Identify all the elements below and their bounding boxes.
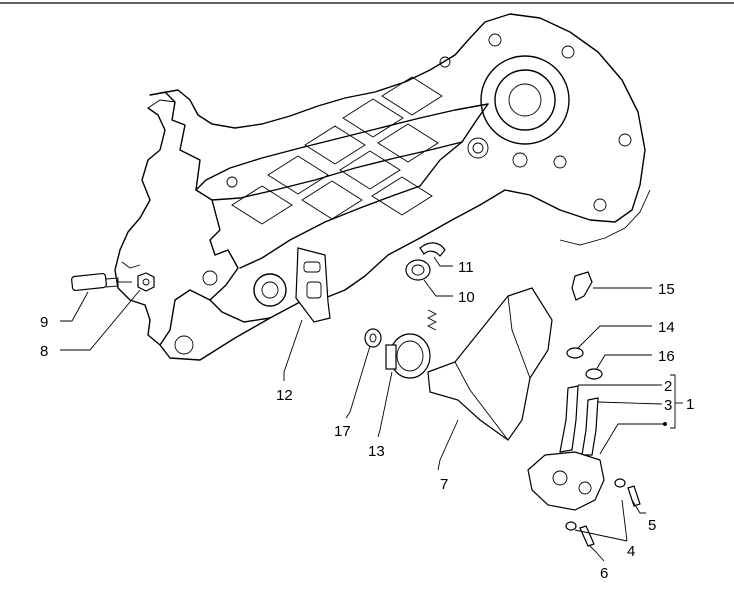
part-16-hose-clamp	[585, 368, 603, 380]
part-17-washer	[364, 328, 382, 348]
part-14-hose-clamp	[566, 347, 584, 359]
callout-14: 14	[658, 319, 675, 336]
callout-9: 9	[40, 314, 48, 331]
part-10-gear-spring	[405, 259, 438, 331]
callout-12: 12	[276, 387, 293, 404]
callout-2: 2	[664, 378, 672, 395]
part-1-oil-pump	[527, 385, 605, 511]
leader-lines	[60, 256, 683, 562]
part-13-drive-gear	[385, 333, 431, 379]
callout-17: 17	[334, 423, 351, 440]
callout-13: 13	[368, 443, 385, 460]
part-9-pin	[71, 272, 132, 292]
callout-3: 3	[664, 397, 672, 414]
callout-8: 8	[40, 343, 48, 360]
crankcase-housing	[114, 13, 651, 361]
part-6-screw	[579, 525, 595, 547]
callout-1: 1	[686, 396, 694, 413]
callout-10: 10	[458, 289, 475, 306]
callout-15: 15	[658, 281, 675, 298]
callout-4: 4	[627, 543, 635, 560]
part-15-clip	[571, 271, 593, 301]
callout-6: 6	[600, 565, 608, 582]
part-12-bracket	[295, 247, 331, 323]
leader-dot	[663, 422, 667, 426]
part-8-nut	[137, 272, 155, 292]
part-11-spring-clip	[419, 242, 446, 257]
callout-7: 7	[440, 476, 448, 493]
part-4-washers	[565, 478, 626, 531]
part-7-cover	[427, 287, 553, 441]
callout-5: 5	[648, 517, 656, 534]
callout-16: 16	[658, 348, 675, 365]
callout-labels: 9 8 11 10 12 17 13 7 15 14 16 2 3 1 5 4 …	[40, 259, 694, 582]
callout-11: 11	[458, 259, 474, 276]
